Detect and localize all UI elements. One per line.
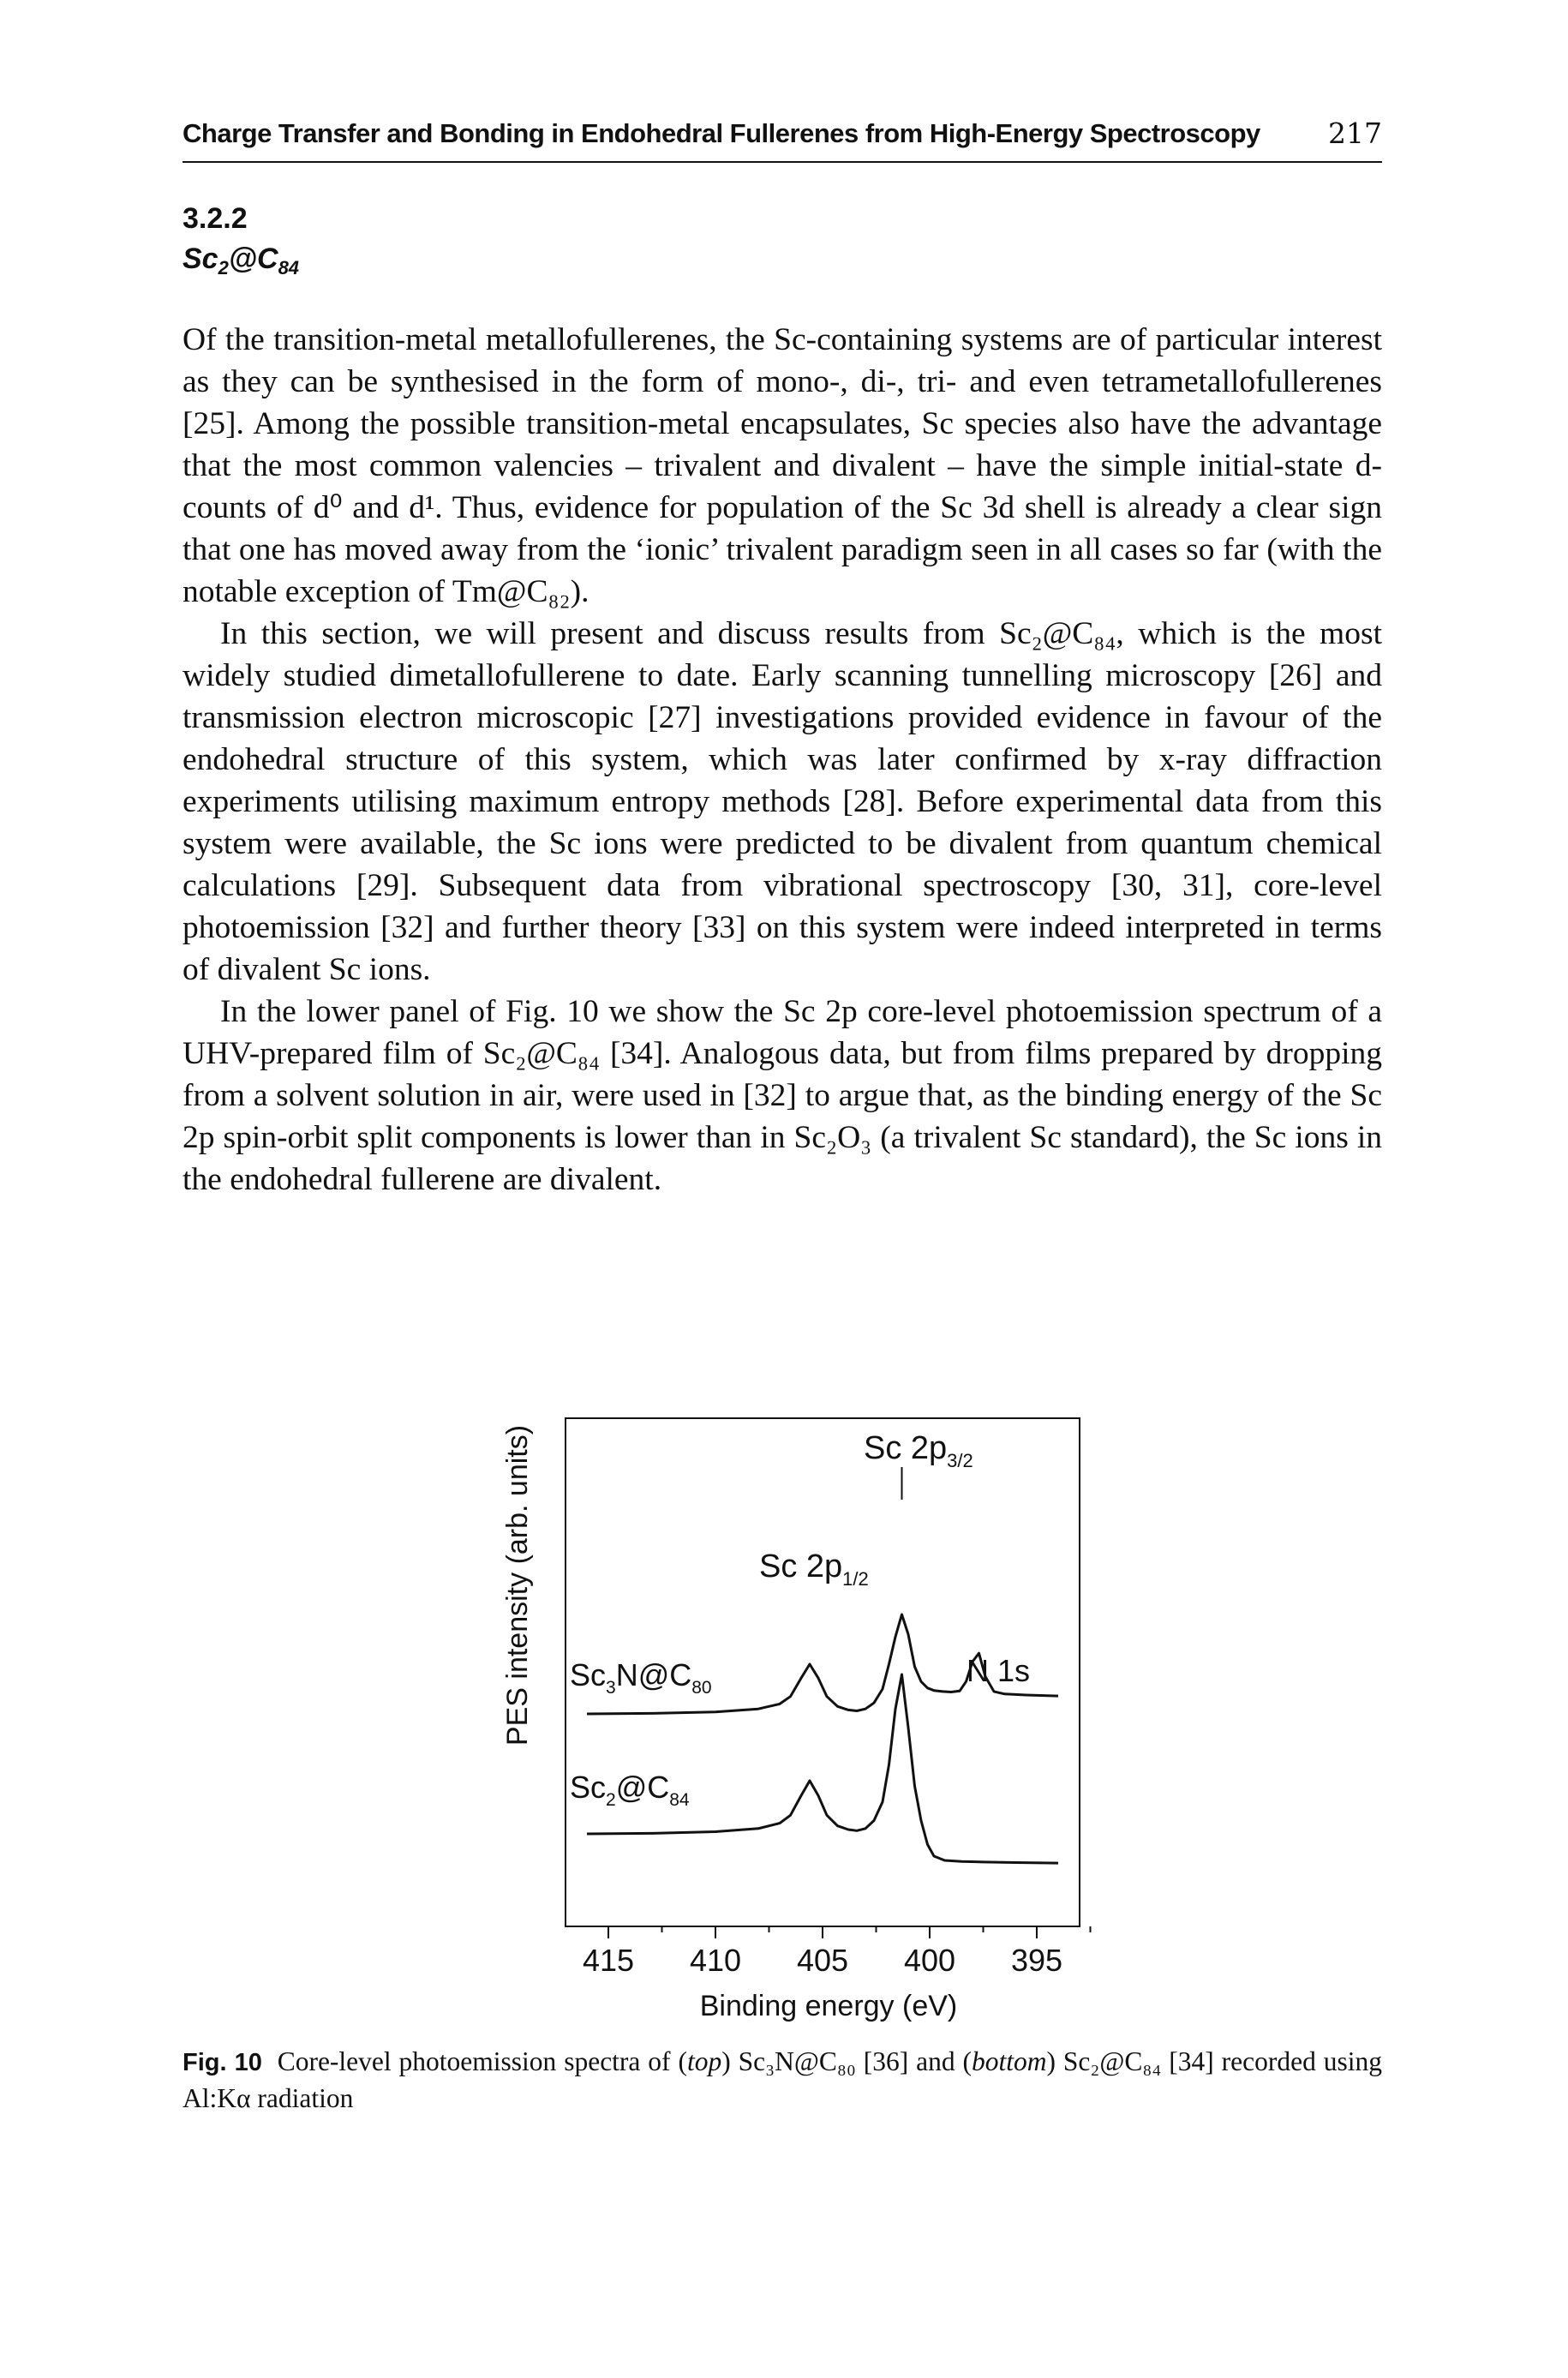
plot-area: 415 410 405 400 395 bbox=[565, 1417, 1092, 1978]
spectrum-line-1 bbox=[586, 1673, 1059, 1865]
section-number: 3.2.2 bbox=[183, 202, 248, 235]
running-title: Charge Transfer and Bonding in Endohedra… bbox=[183, 118, 1260, 148]
caption-text: ) Sc₃N@C₈₀ [36] and ( bbox=[721, 2046, 972, 2076]
section-title: Sc2@C84 bbox=[183, 243, 299, 279]
x-tick-label: 400 bbox=[904, 1943, 955, 1978]
spectrum-label-part: @C bbox=[616, 1770, 670, 1805]
peak-label-sc2p12: Sc 2p1/2 bbox=[759, 1548, 869, 1590]
peak-label-sub: 3/2 bbox=[947, 1450, 973, 1471]
spectrum-label-bottom: Sc2@C84 bbox=[570, 1770, 690, 1810]
spectrum-label-part: Sc bbox=[570, 1657, 606, 1692]
paragraph: In this section, we will present and dis… bbox=[183, 616, 1382, 987]
peak-label-part: Sc 2p bbox=[864, 1430, 947, 1466]
page-number: 217 bbox=[1328, 117, 1382, 150]
caption-italic: bottom bbox=[972, 2046, 1047, 2076]
spectrum-label-part: N@C bbox=[616, 1657, 692, 1692]
paragraph: In the lower panel of Fig. 10 we show th… bbox=[183, 994, 1382, 1197]
peak-label-n1s: N 1s bbox=[967, 1653, 1030, 1688]
x-tick-label: 415 bbox=[583, 1943, 634, 1978]
figure-caption: Fig. 10 Core-level photoemission spectra… bbox=[183, 2044, 1382, 2116]
peak-label-sub: 1/2 bbox=[842, 1568, 869, 1590]
spectrum-label-sub: 84 bbox=[669, 1790, 690, 1810]
spectrum-label-sub: 3 bbox=[606, 1678, 616, 1698]
caption-text: Core-level photoemission spectra of ( bbox=[277, 2046, 687, 2076]
y-axis-label: PES intensity (arb. units) bbox=[501, 1425, 534, 1746]
body-text: Of the transition-metal metallofullerene… bbox=[183, 319, 1382, 1201]
section-title-sub: 2 bbox=[218, 257, 229, 279]
figure: PES intensity (arb. units) Binding energ… bbox=[463, 1405, 1097, 2022]
section-title-part: Sc bbox=[183, 243, 218, 275]
figure-label: Fig. 10 bbox=[183, 2049, 262, 2076]
x-tick-label: 405 bbox=[797, 1943, 848, 1978]
peak-label-part: Sc 2p bbox=[759, 1548, 842, 1584]
section-title-sub: 84 bbox=[278, 257, 300, 279]
caption-italic: top bbox=[686, 2046, 722, 2076]
spectrum-line-0 bbox=[586, 1613, 1059, 1716]
spectrum-label-sub: 80 bbox=[691, 1678, 711, 1698]
running-head: Charge Transfer and Bonding in Endohedra… bbox=[183, 117, 1382, 163]
spectrum-label-top: Sc3N@C80 bbox=[570, 1657, 712, 1698]
x-tick-label: 410 bbox=[690, 1943, 741, 1978]
spectrum-chart: PES intensity (arb. units) Binding energ… bbox=[501, 1417, 1092, 2022]
spectrum-label-part: Sc bbox=[570, 1770, 606, 1805]
paragraph: Of the transition-metal metallofullerene… bbox=[183, 322, 1382, 609]
x-tick-label: 395 bbox=[1011, 1943, 1062, 1978]
section-title-part: @C bbox=[228, 243, 278, 275]
peak-label-sc2p32: Sc 2p3/2 bbox=[864, 1430, 973, 1471]
spectrum-label-sub: 2 bbox=[606, 1790, 616, 1810]
caption-text: ) Sc₂@C₈₄ [34] recorded using Al:Kα radi… bbox=[183, 2046, 1383, 2113]
x-axis-label: Binding energy (eV) bbox=[700, 1990, 958, 2022]
